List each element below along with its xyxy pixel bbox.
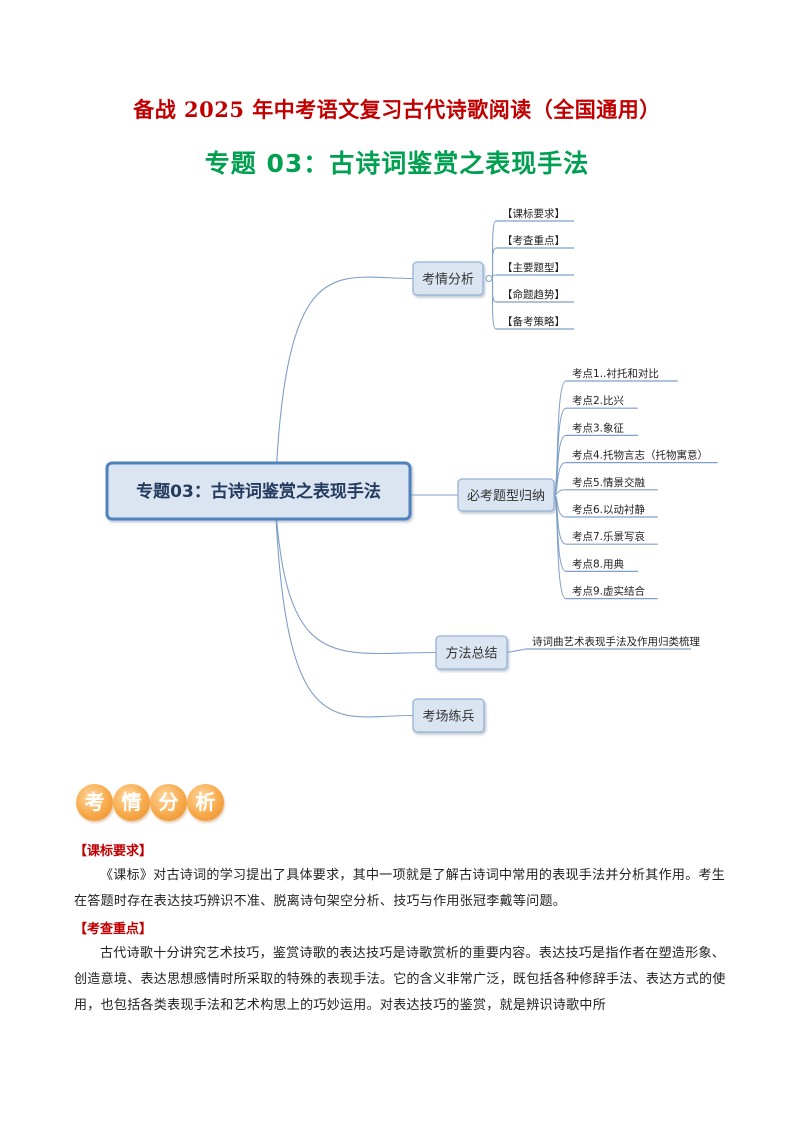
branch-node-label: 方法总结 — [445, 646, 497, 662]
branch-to-child-connector — [553, 489, 567, 496]
section-paragraph-kaocha: 古代诗歌十分讲究艺术技巧，鉴赏诗歌的表达技巧是诗歌赏析的重要内容。表达技巧是指作… — [74, 946, 726, 1013]
branch-node-label: 考场练兵 — [422, 710, 474, 725]
banner-char: 析 — [187, 784, 224, 821]
child-node-label: 【备考策略】 — [502, 315, 565, 328]
child-node-label: 考点4.托物言志（托物寓意） — [572, 449, 708, 462]
mind-map-branch-node: 必考题型归纳 — [457, 478, 555, 512]
child-node-label: 【考查重点】 — [502, 234, 565, 247]
mind-map-connectors — [274, 220, 718, 718]
branch-to-child-connector — [553, 494, 567, 600]
branch-to-child-connector — [491, 274, 497, 279]
child-node-label: 考点3.象征 — [572, 422, 625, 434]
child-node-label: 考点7.乐景写哀 — [572, 530, 646, 543]
mind-map: 专题03：古诗词鉴赏之表现手法 考情分析 【课标要求】【考查重点】【主要题型】【命题… — [105, 208, 718, 733]
branch-node-label: 考情分析 — [422, 273, 474, 288]
child-node-label: 【主要题型】 — [502, 261, 565, 274]
mind-map-branch-node: 方法总结 — [435, 635, 508, 670]
child-node-label: 考点9.虚实结合 — [572, 585, 646, 598]
branch-to-child-connector — [491, 278, 497, 330]
banner-char: 分 — [150, 784, 187, 821]
branch-to-child-connector — [506, 648, 527, 653]
section-heading-kaocha: 【考查重点】 — [74, 922, 153, 937]
child-node-label: 考点5.情景交融 — [572, 476, 646, 489]
child-node-label: 考点2.比兴 — [572, 394, 624, 407]
branch-to-child-connector — [553, 380, 567, 496]
mind-map-branch-node: 考情分析 — [412, 261, 493, 296]
section-heading-kebiao: 【课标要求】 — [74, 844, 153, 859]
section-paragraph-kebiao: 《课标》对古诗词的学习提出了具体要求，其中一项就是了解古诗词中常用的表现手法并分… — [74, 868, 726, 909]
child-node-label: 【课标要求】 — [502, 208, 565, 220]
document-subtitle: 专题 03：古诗词鉴赏之表现手法 — [204, 149, 590, 178]
mind-map-root-node: 专题03：古诗词鉴赏之表现手法 — [105, 461, 412, 521]
child-node-label: 诗词曲艺术表现手法及作用归类梳理 — [532, 635, 700, 648]
child-node-label: 考点1..衬托和对比 — [572, 367, 659, 380]
root-node-label: 专题03：古诗词鉴赏之表现手法 — [136, 481, 381, 502]
mind-map-branch-node: 考场练兵 — [412, 698, 485, 733]
root-to-branch-connector — [274, 495, 414, 718]
child-node-label: 考点6.以动衬静 — [572, 503, 646, 516]
branch-node-label: 必考题型归纳 — [467, 489, 545, 504]
root-to-branch-connector — [274, 276, 414, 497]
root-to-branch-connector — [274, 495, 437, 655]
banner-char: 考 — [76, 784, 113, 821]
branch-to-child-connector — [553, 462, 567, 496]
banner-char: 情 — [113, 784, 150, 821]
collapse-toggle-icon[interactable] — [485, 275, 493, 282]
child-node-label: 考点8.用典 — [572, 557, 625, 570]
document-title: 备战 2025 年中考语文复习古代诗歌阅读（全国通用） — [133, 97, 661, 122]
child-node-label: 【命题趋势】 — [502, 288, 565, 301]
